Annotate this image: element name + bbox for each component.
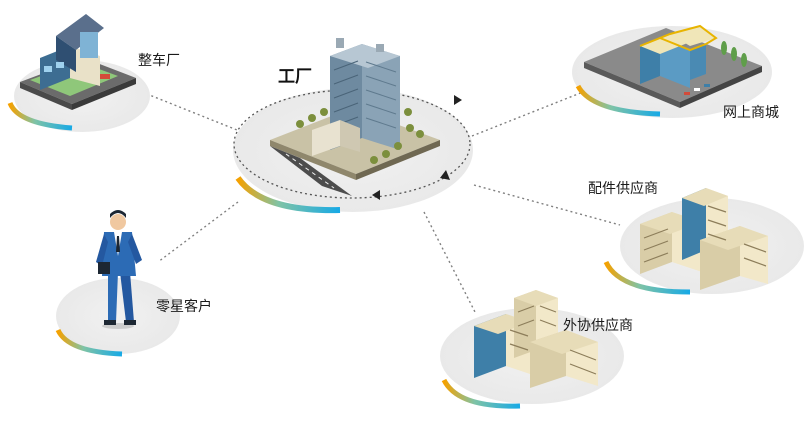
accent-arc [575,84,661,117]
accent-arc [7,101,73,131]
orbit-arrow [372,190,380,200]
accent-arc [55,328,123,357]
parts-supplier-building-icon [640,188,768,290]
connector-outsourcing-supplier [423,211,476,313]
halo [56,278,180,354]
mall-building-icon [584,24,762,108]
accent-arc [441,378,521,409]
node-parts-supplier [603,188,804,295]
orbit-arrow [454,95,462,105]
node-online-mall [572,24,772,118]
outsourcing-supplier-building-icon [474,290,598,388]
connector-retail-customer [157,201,239,263]
businessman-icon [96,210,142,329]
factory-label: 工厂 [278,67,312,87]
accent-arc [603,260,691,295]
node-vehicle-plant [7,14,150,132]
accent-arc [235,176,341,214]
outsourcing-supplier-label: 外协供应商 [563,318,633,334]
node-outsourcing-supplier [440,290,624,409]
online-mall-label: 网上商城 [723,105,779,121]
vehicle-plant-label: 整车厂 [138,53,180,69]
orbit-arrow [440,170,450,180]
node-factory [233,38,473,214]
orbit-ring [233,89,471,199]
connector-parts-supplier [473,184,621,226]
connector-lines [141,89,621,313]
node-retail-customer [55,210,180,357]
retail-customer-label: 零星客户 [156,299,212,315]
connector-online-mall [471,89,589,137]
factory-building-icon [270,38,440,196]
connector-vehicle-plant [141,91,263,141]
parts-supplier-label: 配件供应商 [588,181,658,197]
vehicle-plant-building-icon [20,14,136,110]
